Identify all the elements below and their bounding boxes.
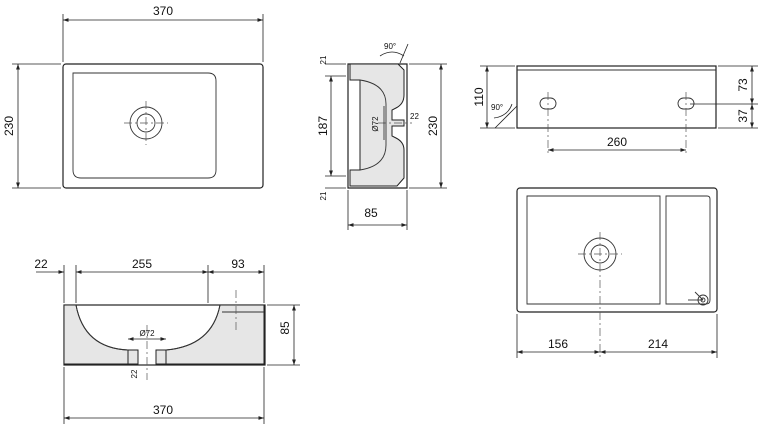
side-drain-diameter-label: Ø72 bbox=[371, 116, 380, 132]
front-section-view: 22 255 93 85 Ø72 22 370 bbox=[34, 257, 300, 424]
top-width-label: 370 bbox=[153, 4, 173, 18]
side-drain-offset-label: 22 bbox=[410, 112, 419, 121]
side-bottom-wall-label: 21 bbox=[319, 191, 328, 200]
side-depth-label: 85 bbox=[364, 206, 378, 220]
side-angle-label: 90° bbox=[384, 42, 396, 51]
front-basin-label: 255 bbox=[132, 257, 152, 271]
front-left-wall-label: 22 bbox=[34, 257, 48, 271]
front-width-label: 370 bbox=[153, 403, 173, 417]
top-height-label: 230 bbox=[2, 116, 16, 136]
bottom-view: 156 214 bbox=[516, 187, 718, 358]
back-height-label: 110 bbox=[472, 87, 486, 106]
side-top-wall-label: 21 bbox=[319, 55, 328, 64]
front-height-label: 85 bbox=[278, 321, 292, 335]
side-overall-label: 230 bbox=[426, 116, 440, 136]
back-upper-label: 73 bbox=[736, 78, 750, 92]
front-drain-diameter-label: Ø72 bbox=[139, 329, 155, 338]
side-middle-label: 187 bbox=[316, 116, 330, 136]
bottom-right-label: 214 bbox=[648, 337, 668, 351]
back-angle-label: 90° bbox=[491, 103, 503, 112]
front-shelf-label: 93 bbox=[231, 257, 245, 271]
front-drain-offset-label: 22 bbox=[130, 369, 139, 378]
top-view: 370 230 bbox=[2, 4, 264, 189]
back-view: 110 90° 73 37 260 bbox=[472, 65, 758, 155]
bottom-left-label: 156 bbox=[548, 337, 568, 351]
back-hole-spacing-label: 260 bbox=[607, 135, 627, 149]
back-lower-label: 37 bbox=[736, 109, 750, 123]
side-section-view: 21 187 21 230 Ø72 22 90° 85 bbox=[316, 42, 447, 230]
